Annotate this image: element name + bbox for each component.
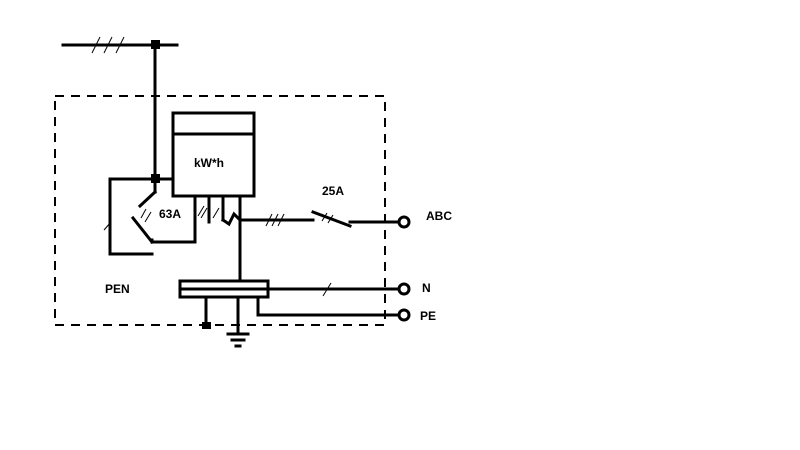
ground-symbol [226,295,250,348]
terminal-n-label: N [422,281,431,295]
pen-label: PEN [105,282,130,296]
terminal-pe-label: PE [420,309,436,323]
meter-label: kW*h [194,156,224,170]
meter-output-wiring [207,211,315,288]
main-breaker [103,177,197,256]
terminal-n [397,282,411,296]
terminal-abc-label: ABC [426,209,452,223]
breaker-25a-label: 25A [322,184,344,198]
terminal-abc [397,215,411,229]
pen-bus-bar [178,279,400,329]
energy-meter [171,111,256,222]
breaker-63a-label: 63A [159,207,181,221]
output-breaker [311,210,400,228]
terminal-pe [397,308,411,322]
enclosure-dashed-border [54,95,386,326]
incoming-line [61,36,179,183]
